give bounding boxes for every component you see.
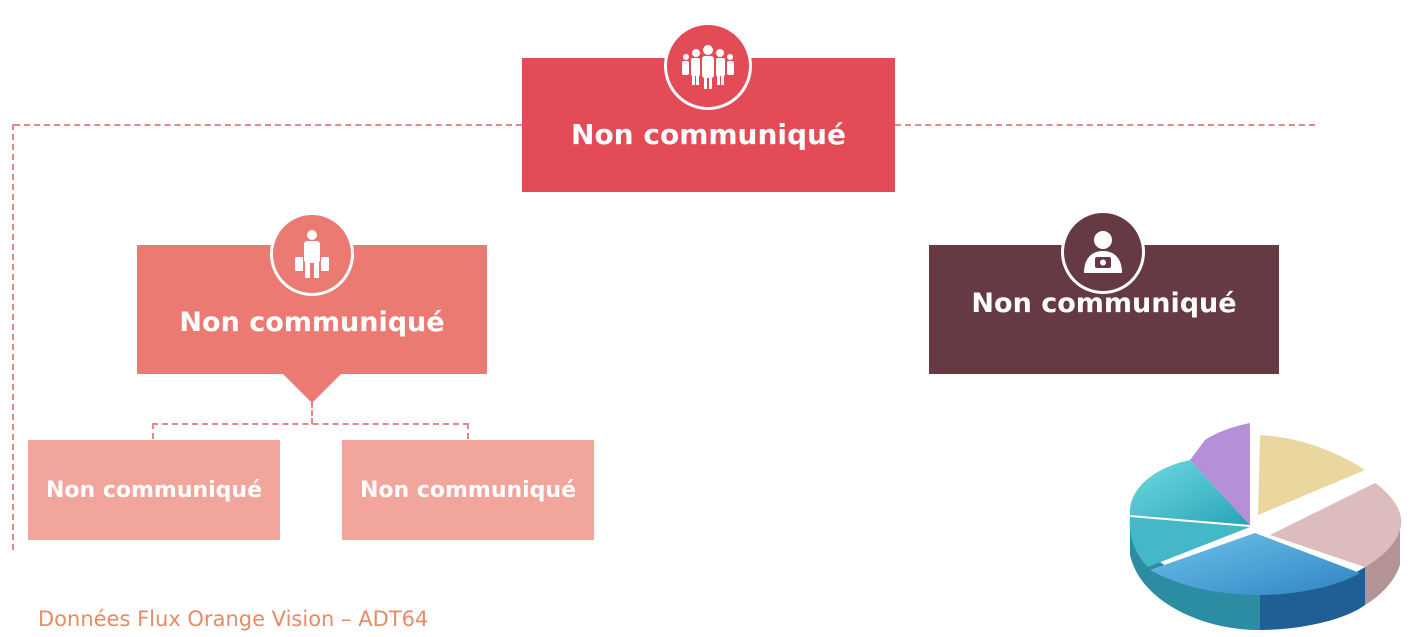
- left-node-box: Non communiqué: [137, 245, 487, 374]
- left-node-pointer: [282, 373, 342, 403]
- connector-branch-right: [467, 423, 469, 439]
- right-node-icon-badge: [1061, 210, 1145, 294]
- left-child-node-1: Non communiqué: [28, 440, 280, 540]
- connector-branch-left: [152, 423, 154, 439]
- left-child-label-1: Non communiqué: [45, 477, 263, 503]
- photographer-icon: [1084, 231, 1122, 273]
- footer-source: Données Flux Orange Vision – ADT64: [38, 607, 429, 631]
- connector-line-right: [895, 124, 1315, 126]
- top-node-icon-badge: [664, 22, 752, 110]
- connector-stem: [311, 402, 313, 424]
- traveler-with-luggage-icon: [295, 230, 329, 278]
- left-child-node-2: Non communiqué: [342, 440, 594, 540]
- left-node-icon-badge: [270, 212, 354, 296]
- 3d-pie-chart-icon: [1129, 423, 1402, 630]
- connector-line-vertical: [12, 124, 14, 550]
- connector-branch: [152, 423, 469, 425]
- group-people-icon: [682, 45, 734, 89]
- connector-line-left: [14, 124, 522, 126]
- top-node-label: Non communiqué: [571, 117, 846, 151]
- left-child-label-2: Non communiqué: [359, 477, 577, 503]
- left-node-label: Non communiqué: [179, 307, 445, 338]
